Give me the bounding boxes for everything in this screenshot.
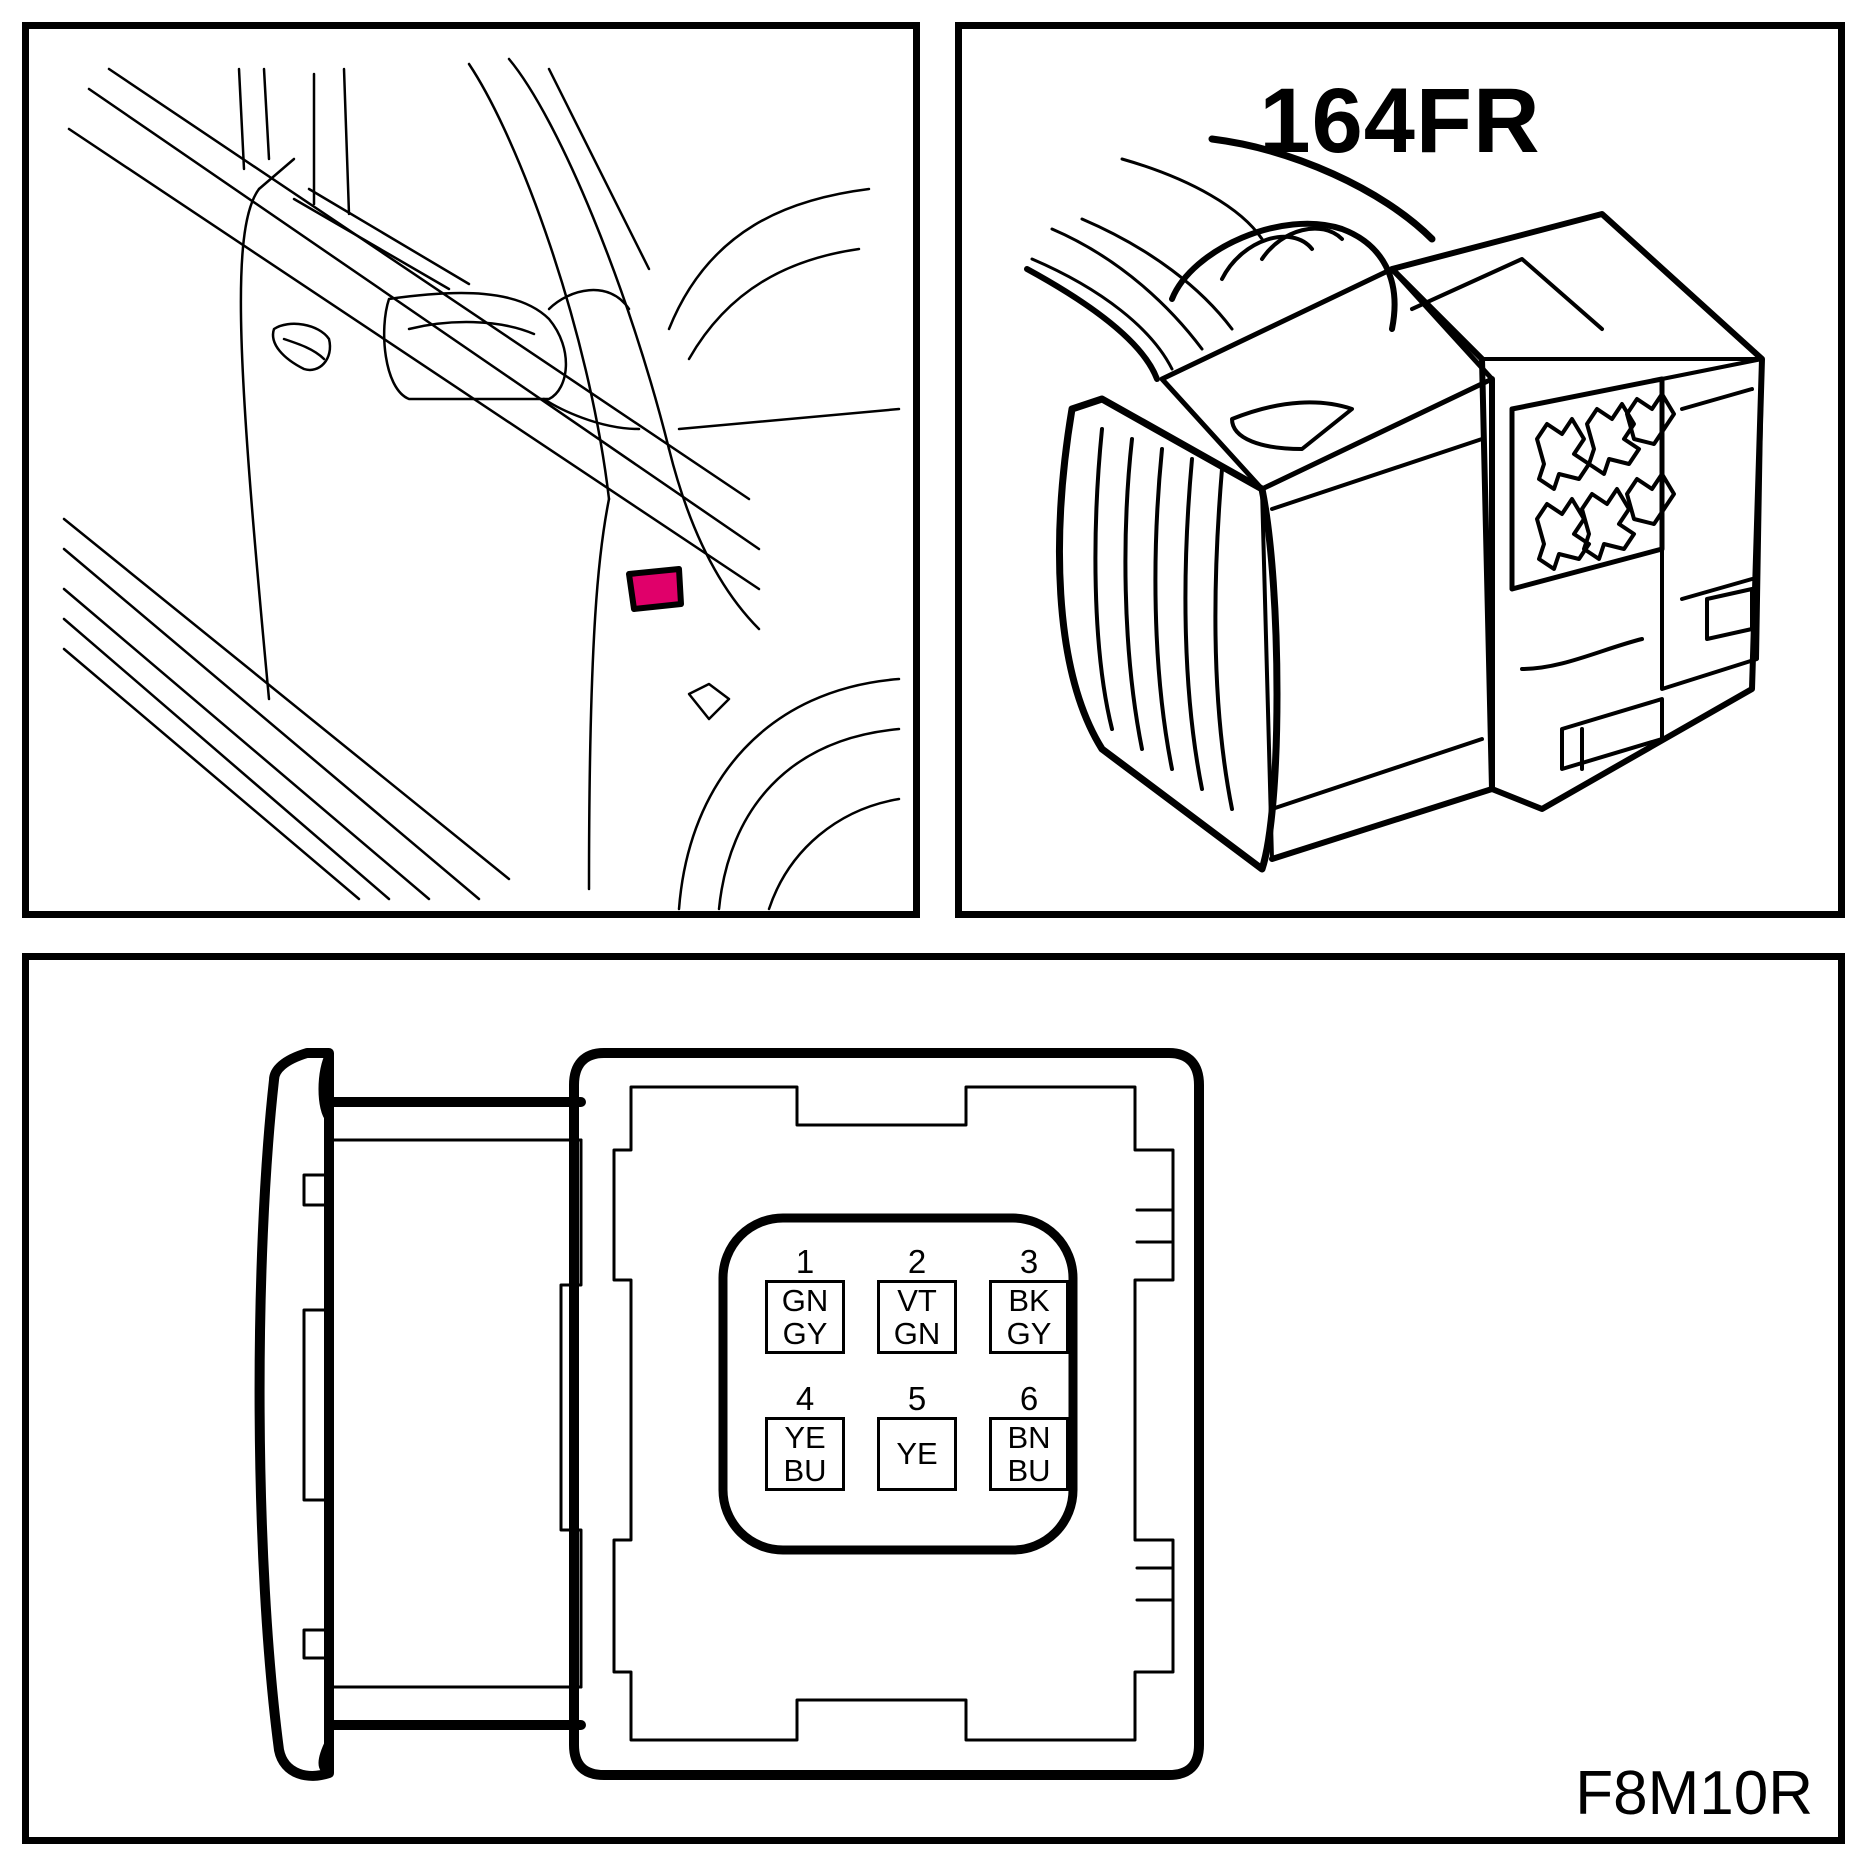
pin-3-cell: BK GY	[989, 1280, 1069, 1354]
connector-3d-illustration	[1024, 135, 1765, 873]
pin-2-wire-color-1: VT	[897, 1282, 937, 1318]
pin-3-wire-color-2: GY	[1006, 1316, 1052, 1351]
pin-4-cell: YE BU	[765, 1417, 845, 1491]
pin-1-number: 1	[795, 1243, 815, 1280]
connector-pinout-panel: 1 GN GY 2 VT GN 3 BK GY 4 YE BU 5 YE 6 B…	[22, 953, 1845, 1844]
pin-6-wire-color-1: BN	[1007, 1419, 1051, 1455]
pin-2-number: 2	[907, 1243, 927, 1280]
pin-1-wire-color-2: GY	[782, 1316, 828, 1351]
pin-5-number: 5	[907, 1380, 927, 1417]
pin-5-wire-color-1: YE	[896, 1436, 938, 1472]
pin-1-wire-color-1: GN	[781, 1282, 829, 1318]
figure-code-label: F8M10R	[1575, 1759, 1813, 1828]
pin-1-cell: GN GY	[765, 1280, 845, 1354]
connector-location-marker	[626, 566, 684, 612]
connector-face-outline	[254, 1048, 1204, 1781]
pin-5-cell: YE	[877, 1417, 957, 1491]
pin-3-wire-color-1: BK	[1008, 1282, 1050, 1318]
vehicle-location-panel	[22, 22, 920, 918]
pin-2-wire-color-2: GN	[893, 1316, 941, 1351]
connector-3d-panel: 164FR	[955, 22, 1845, 918]
connector-id-label: 164FR	[1259, 70, 1541, 172]
pin-2-cell: VT GN	[877, 1280, 957, 1354]
pin-4-number: 4	[795, 1380, 815, 1417]
pin-4-wire-color-2: BU	[783, 1453, 827, 1488]
pin-6-number: 6	[1019, 1380, 1039, 1417]
pin-3-number: 3	[1019, 1243, 1039, 1280]
pin-6-cell: BN BU	[989, 1417, 1069, 1491]
vehicle-door-illustration	[62, 57, 901, 911]
pin-6-wire-color-2: BU	[1007, 1453, 1051, 1488]
pin-4-wire-color-1: YE	[784, 1419, 826, 1455]
